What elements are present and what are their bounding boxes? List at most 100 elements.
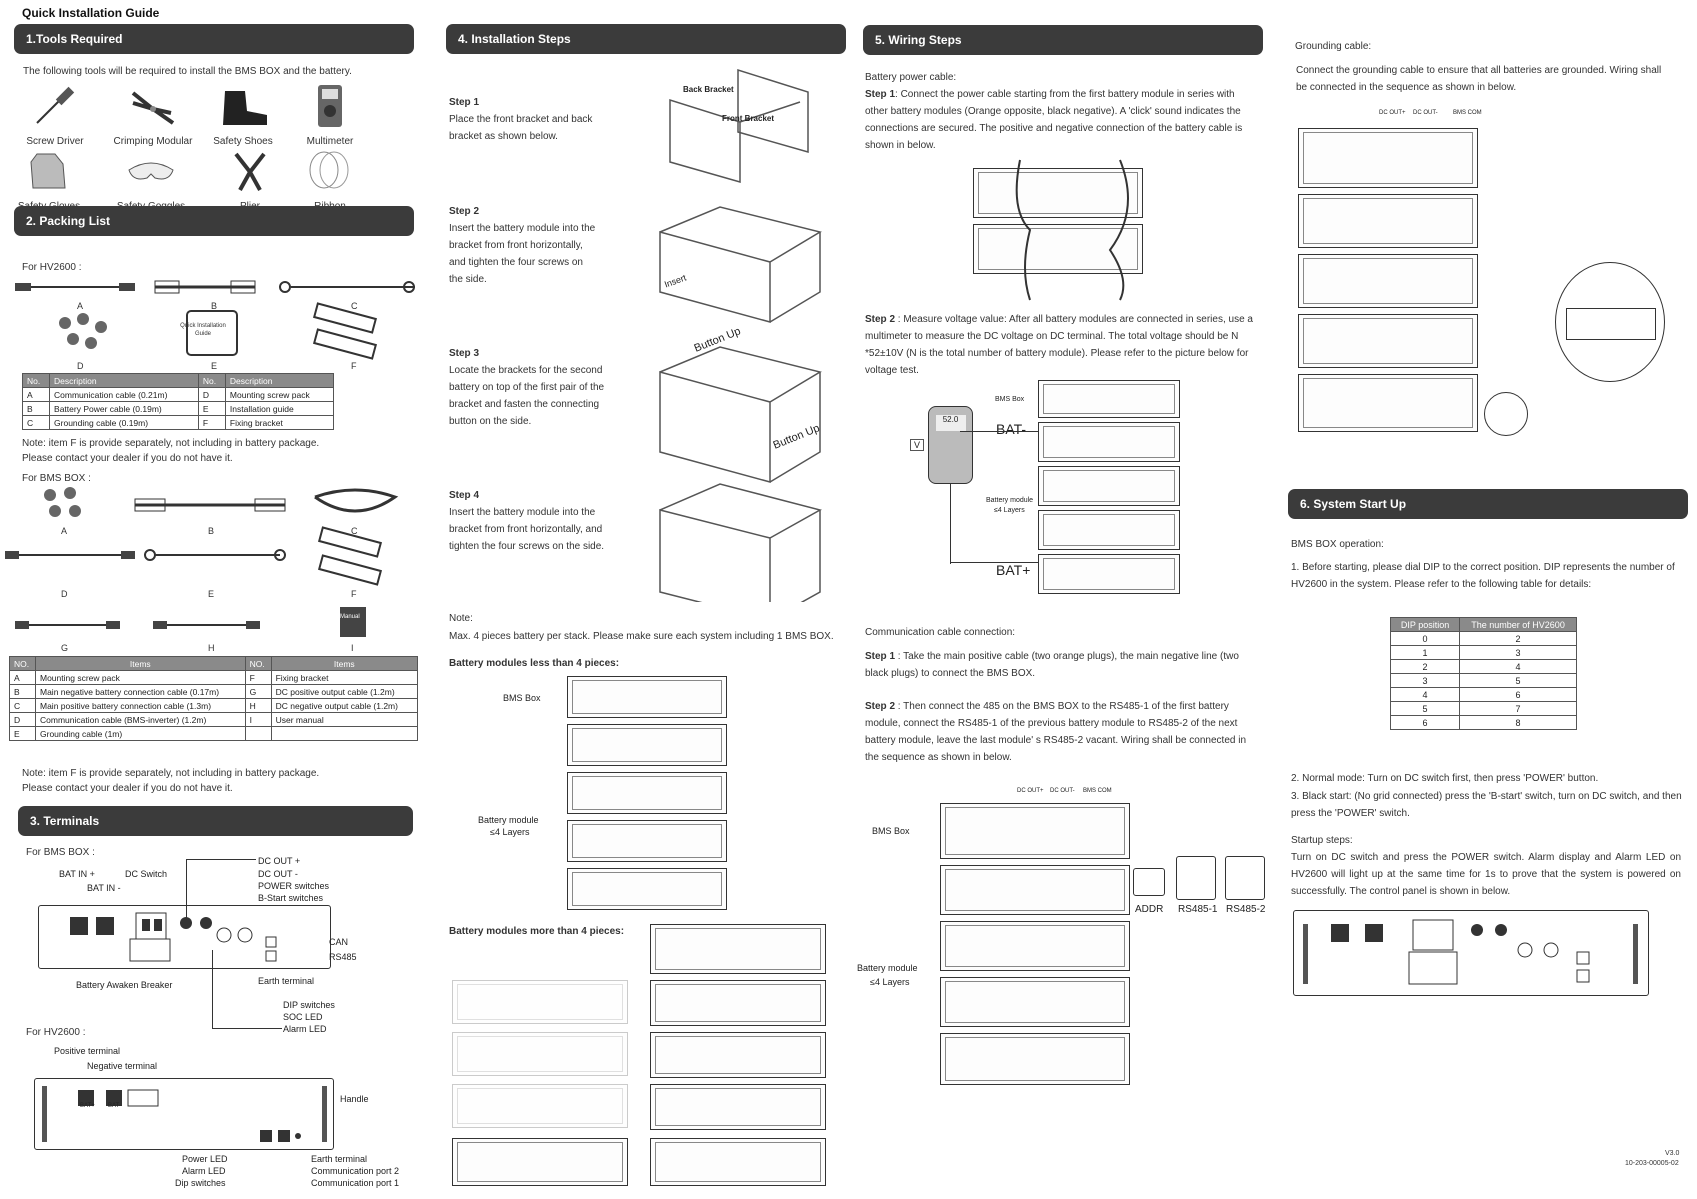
- label-soc-led: SOC LED: [283, 1012, 323, 1022]
- battery-module: [940, 865, 1130, 915]
- tool-plier: Plier: [205, 148, 295, 212]
- battery-module: [567, 868, 727, 910]
- cell: A: [21, 387, 51, 402]
- step-body: : Take the main positive cable (two oran…: [865, 651, 1239, 679]
- label-bms-com-g: BMS COM: [1453, 110, 1482, 116]
- tool-crimping: Crimping Modular: [108, 83, 198, 147]
- label-bat-plus: BAT+: [80, 1103, 95, 1109]
- screwdriver-icon: [36, 86, 75, 124]
- section-header-tools: 1.Tools Required: [14, 24, 414, 54]
- label-bms-box-comm: BMS Box: [872, 826, 910, 836]
- control-panel-drawing: [1293, 910, 1649, 996]
- battery-module: [1038, 466, 1180, 506]
- step-body: Insert the battery module into the brack…: [449, 507, 605, 552]
- cell: H: [244, 698, 272, 713]
- label-bat-plus-test: BAT+: [996, 562, 1031, 578]
- tool-screwdriver: Screw Driver: [10, 83, 100, 147]
- ghost-battery-module: [452, 980, 628, 1024]
- cell: User manual: [270, 712, 419, 727]
- label-dc-out-plus-top: DC OUT+: [1017, 788, 1044, 794]
- cell: D: [197, 387, 226, 402]
- step-heading: Step 2: [449, 206, 480, 217]
- section-header-wiring: 5. Wiring Steps: [863, 25, 1263, 55]
- bms-panel-details: [70, 912, 277, 962]
- cell: 2: [1389, 659, 1461, 674]
- label-dc-out-minus: DC OUT -: [258, 869, 298, 879]
- cell: Mounting screw pack: [224, 387, 335, 402]
- rs485-1-port-icon: [1176, 856, 1216, 900]
- tool-shoes: Safety Shoes: [198, 83, 288, 147]
- doc-code-label: 10-203-00005-02: [1625, 1160, 1679, 1167]
- packing-note-1: Note: item F is provide separately, not …: [22, 436, 319, 466]
- terminals-for-bms: For BMS BOX :: [26, 847, 95, 858]
- control-panel-details: [1303, 919, 1638, 985]
- battery-module: [1298, 194, 1478, 248]
- battery-module: [1298, 374, 1478, 432]
- cell: [270, 726, 419, 741]
- version-label: V3.0: [1665, 1150, 1680, 1157]
- packing-note-2: Note: item F is provide separately, not …: [22, 766, 319, 796]
- cell: Main positive battery connection cable (…: [35, 698, 246, 713]
- th: The number of HV2600: [1459, 617, 1577, 632]
- step-body: Place the front bracket and back bracket…: [449, 114, 593, 142]
- grounding-zoom-circle: [1555, 262, 1665, 382]
- label-rs485-1: RS485-1: [1178, 904, 1218, 915]
- label-power-led: Power LED: [182, 1154, 228, 1164]
- cell: F: [197, 415, 226, 430]
- cell: I: [244, 712, 272, 727]
- hv-letter-f: F: [351, 361, 357, 371]
- startup-steps-text: Turn on DC switch and press the POWER sw…: [1291, 852, 1681, 897]
- for-bms-box-label: For BMS BOX :: [22, 473, 91, 484]
- hv-letter-e: E: [211, 361, 218, 371]
- power-cable-heading: Battery power cable:: [865, 72, 957, 83]
- battery-module: [650, 1084, 826, 1130]
- th: Description: [49, 373, 199, 388]
- hv-letter-c: C: [351, 301, 358, 311]
- cell: B: [21, 401, 51, 416]
- bms-parts-drawing: [5, 487, 399, 637]
- cell: 3: [1459, 645, 1577, 660]
- step-body: : Then connect the 485 on the BMS BOX to…: [865, 701, 1247, 763]
- cell: 6: [1459, 687, 1577, 702]
- label-addr: ADDR: [1135, 904, 1164, 915]
- label-layers-small: ≤4 Layers: [994, 507, 1025, 514]
- label-battery-module-small: Battery module: [986, 497, 1034, 504]
- battery-module: [940, 1033, 1130, 1085]
- battery-module: [650, 1138, 826, 1186]
- leader-line: [186, 859, 187, 919]
- tool-goggles: Safety Goggles: [106, 148, 196, 212]
- th: Items: [270, 656, 419, 671]
- install-step-drawings: [659, 68, 822, 602]
- label-battery-module-comm: Battery module: [857, 963, 918, 973]
- battery-module: [1298, 254, 1478, 308]
- label-earth-terminal: Earth terminal: [258, 976, 315, 986]
- bms-letter-e: E: [208, 589, 215, 599]
- label-rs485-2: RS485-2: [1226, 904, 1266, 915]
- battery-module: [940, 921, 1130, 971]
- cell: C: [9, 698, 36, 713]
- step-heading: Step 3: [449, 348, 480, 359]
- th: NO.: [244, 656, 272, 671]
- battery-module: [1298, 314, 1478, 368]
- label-can: CAN: [329, 937, 349, 947]
- cell: 6: [1389, 715, 1461, 730]
- cell: F: [244, 670, 272, 685]
- meter-v-symbol: V: [910, 439, 925, 451]
- cell: Communication cable (BMS-inverter) (1.2m…: [35, 712, 246, 727]
- battery-module: [650, 980, 826, 1026]
- grounding-heading: Grounding cable:: [1295, 41, 1372, 52]
- battery-module: [940, 977, 1130, 1027]
